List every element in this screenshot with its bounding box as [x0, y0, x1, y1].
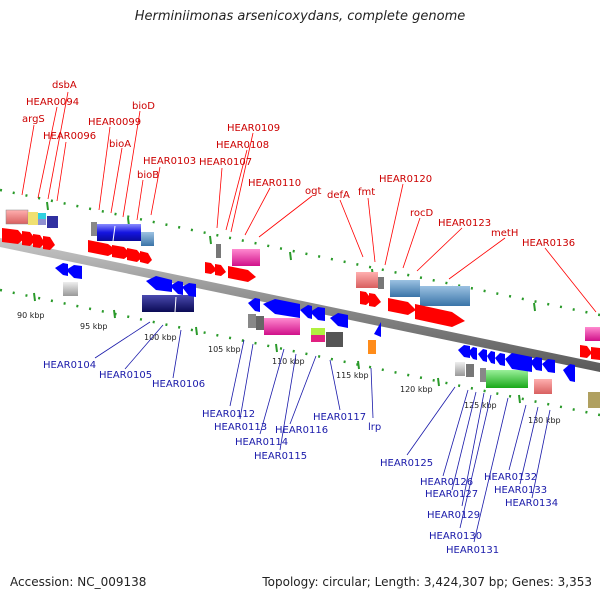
accession-text: Accession: NC_009138	[10, 575, 147, 589]
gene-label-HEAR0114: HEAR0114	[235, 437, 288, 448]
leader-lines-top	[21, 91, 597, 313]
gene-label-bioA: bioA	[109, 139, 131, 150]
tick-track-top	[0, 188, 600, 317]
gene-label-HEAR0126: HEAR0126	[420, 477, 473, 488]
gene-label-ogt: ogt	[305, 186, 321, 197]
scale-label-115: 115 kbp	[336, 371, 369, 380]
gene-labels-top: dsbA HEAR0094 argS HEAR0096 HEAR0099 bio…	[22, 80, 575, 249]
gene-label-HEAR0107: HEAR0107	[199, 157, 252, 168]
gene-label-bioD: bioD	[132, 101, 155, 112]
tick-major-bottom	[33, 292, 521, 404]
gene-label-HEAR0108: HEAR0108	[216, 140, 269, 151]
scale-label-125: 125 kbp	[464, 401, 497, 410]
gene-label-HEAR0132: HEAR0132	[484, 472, 537, 483]
gene-label-HEAR0136: HEAR0136	[522, 238, 575, 249]
gene-label-HEAR0110: HEAR0110	[248, 178, 301, 189]
gene-label-HEAR0113: HEAR0113	[214, 422, 267, 433]
gene-label-HEAR0106: HEAR0106	[152, 379, 205, 390]
gene-label-HEAR0103: HEAR0103	[143, 156, 196, 167]
gene-label-HEAR0116: HEAR0116	[275, 425, 328, 436]
features-lower[interactable]	[63, 282, 600, 408]
gene-labels-bottom: HEAR0104 HEAR0105 HEAR0106 HEAR0112 HEAR…	[43, 360, 558, 556]
gene-label-fmt: fmt	[358, 187, 375, 198]
leader-lines-bottom	[94, 321, 551, 543]
gene-label-argS: argS	[22, 114, 45, 125]
gene-label-HEAR0117: HEAR0117	[313, 412, 366, 423]
scale-label-105: 105 kbp	[208, 345, 241, 354]
gene-label-metH: metH	[491, 228, 518, 239]
gene-label-HEAR0130: HEAR0130	[429, 531, 482, 542]
gene-label-HEAR0105: HEAR0105	[99, 370, 152, 381]
topology-text: Topology: circular; Length: 3,424,307 bp…	[262, 575, 592, 589]
gene-label-defA: defA	[327, 190, 350, 201]
reverse-arrows[interactable]	[55, 263, 575, 382]
scale-label-120: 120 kbp	[400, 385, 433, 394]
scale-label-95: 95 kbp	[80, 322, 108, 331]
gene-label-HEAR0127: HEAR0127	[425, 489, 478, 500]
gene-label-HEAR0131: HEAR0131	[446, 545, 499, 556]
gene-label-bioB: bioB	[137, 170, 159, 181]
gene-label-HEAR0099: HEAR0099	[88, 117, 141, 128]
gene-label-HEAR0096: HEAR0096	[43, 131, 96, 142]
scale-label-90: 90 kbp	[17, 311, 45, 320]
map-title: Herminiimonas arsenicoxydans, complete g…	[134, 9, 466, 24]
scale-label-110: 110 kbp	[272, 357, 305, 366]
scale-labels: 90 kbp 95 kbp 100 kbp 105 kbp 110 kbp 11…	[17, 311, 561, 425]
gene-label-HEAR0125: HEAR0125	[380, 458, 433, 469]
gene-label-HEAR0123: HEAR0123	[438, 218, 491, 229]
gene-label-lrp: lrp	[368, 422, 381, 433]
gene-label-HEAR0133: HEAR0133	[494, 485, 547, 496]
scale-label-130: 130 kbp	[528, 416, 561, 425]
forward-arrows[interactable]	[2, 228, 600, 360]
gene-label-HEAR0120: HEAR0120	[379, 174, 432, 185]
gene-label-HEAR0109: HEAR0109	[227, 123, 280, 134]
gene-label-rocD: rocD	[410, 208, 434, 219]
gene-label-HEAR0134: HEAR0134	[505, 498, 558, 509]
gene-label-HEAR0112: HEAR0112	[202, 409, 255, 420]
scale-label-100: 100 kbp	[144, 333, 177, 342]
gene-label-HEAR0104: HEAR0104	[43, 360, 96, 371]
gene-label-HEAR0115: HEAR0115	[254, 451, 307, 462]
gene-label-HEAR0129: HEAR0129	[427, 510, 480, 521]
features-upper[interactable]	[5, 209, 600, 341]
gene-label-HEAR0094: HEAR0094	[26, 97, 79, 108]
gene-label-dsbA: dsbA	[52, 80, 77, 91]
